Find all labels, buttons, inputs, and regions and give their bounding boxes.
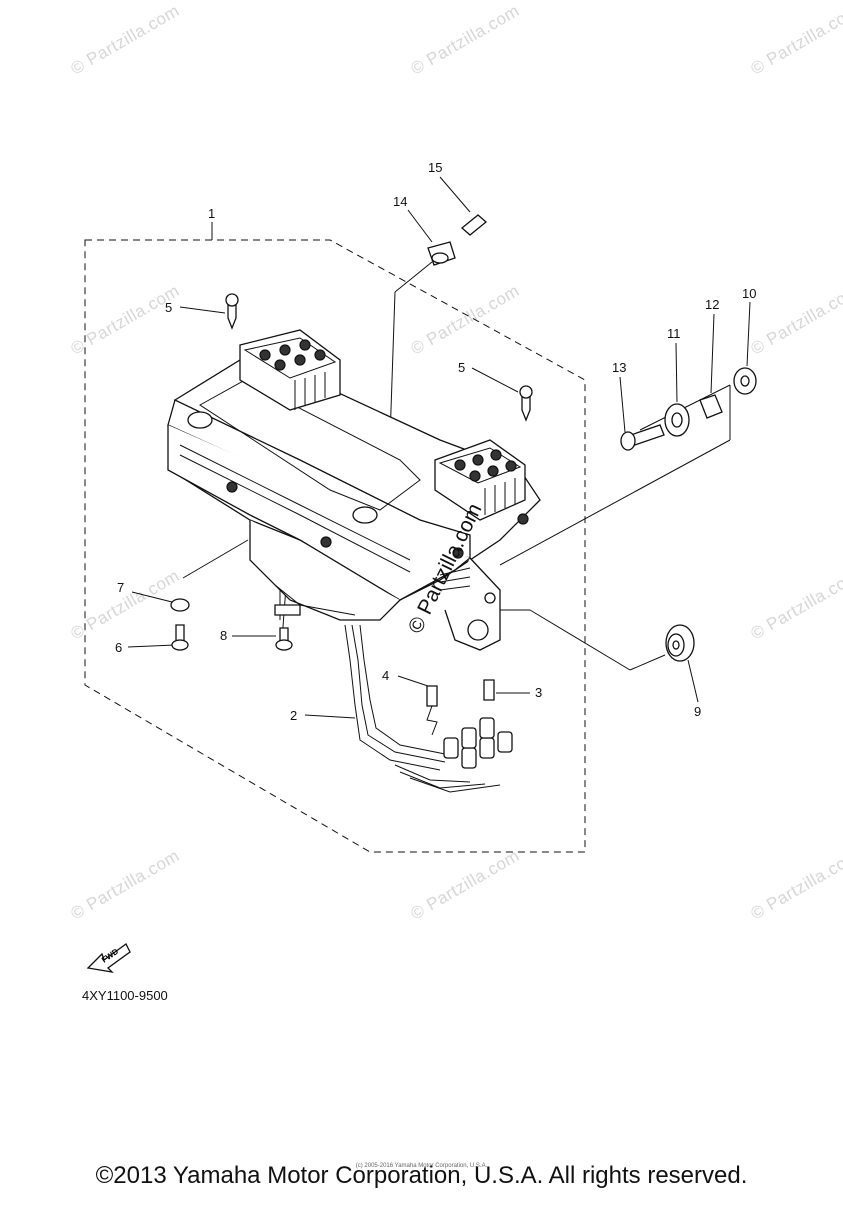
watermark: © Partzilla.com	[68, 846, 183, 923]
callout-10: 10	[742, 286, 756, 301]
callout-15: 15	[428, 160, 442, 175]
watermark: © Partzilla.com	[408, 1, 523, 78]
callout-13: 13	[612, 360, 626, 375]
copyright-notice: ©2013 Yamaha Motor Corporation, U.S.A. A…	[0, 1162, 843, 1190]
fwd-arrow-icon: FWD	[88, 944, 130, 972]
watermark: © Partzilla.com	[408, 846, 523, 923]
watermark: © Partzilla.com	[748, 566, 843, 643]
callout-12: 12	[705, 297, 719, 312]
callout-5: 5	[165, 300, 172, 315]
callout-3: 3	[535, 685, 542, 700]
callout-11: 11	[667, 326, 681, 341]
watermark: © Partzilla.com	[748, 846, 843, 923]
callout-8: 8	[220, 628, 227, 643]
callout-1: 1	[208, 206, 215, 221]
callout-7: 7	[117, 580, 124, 595]
callout-4: 4	[382, 668, 389, 683]
watermark: © Partzilla.com	[748, 1, 843, 78]
watermark: © Partzilla.com	[748, 281, 843, 358]
callout-2: 2	[290, 708, 297, 723]
callout-14: 14	[393, 194, 407, 209]
callout-5b: 5	[458, 360, 465, 375]
callout-6: 6	[115, 640, 122, 655]
callout-9: 9	[694, 704, 701, 719]
watermark: © Partzilla.com	[68, 1, 183, 78]
diagram-code: 4XY1100-9500	[82, 988, 168, 1003]
